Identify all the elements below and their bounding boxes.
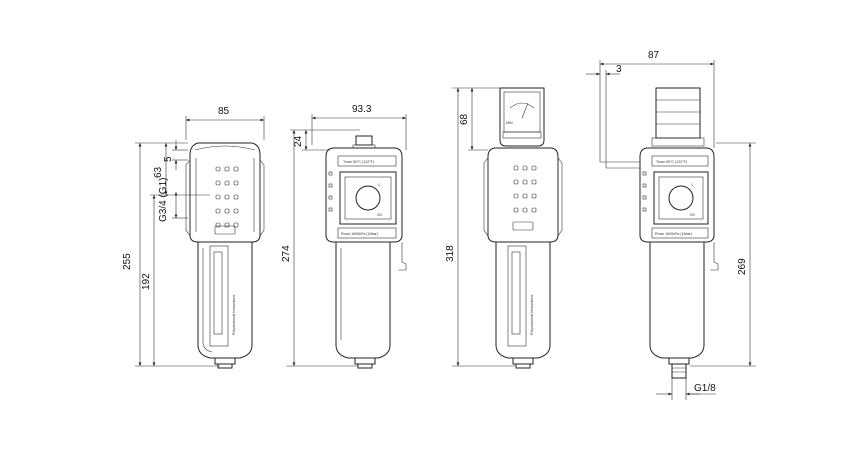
dims-view1: 85 255 192 63 5 G3/4 (G1) <box>122 106 265 367</box>
dim-v3-height: 318 <box>445 245 456 262</box>
v4-tmax: Tmax 50°C (122°F) <box>656 160 687 164</box>
dims-view2: 93.3 24 274 <box>281 104 407 367</box>
v3-bowl-label: Polycarbonat Instructions <box>530 294 534 335</box>
v4-port-in: 1 <box>691 183 693 187</box>
svg-text:MIN: MIN <box>506 121 513 125</box>
dim-v2-height: 274 <box>281 245 292 262</box>
dim-v3-top: 68 <box>459 113 470 125</box>
dim-v2-width: 93.3 <box>352 104 372 115</box>
dims-view3: 68 318 <box>445 87 515 367</box>
v2-port-out: 2N <box>377 213 382 217</box>
dims-view4: 87 3 269 G1/8 <box>586 50 756 400</box>
v4-port-out: 2N <box>690 213 695 217</box>
view-frl-side: Tmax 50°C (122°F) 1 2N Pmax 1600kPa (16b… <box>639 87 719 379</box>
dim-v1-height-total: 255 <box>122 253 133 270</box>
v4-pmax: Pmax 1600kPa (16bar) <box>655 232 692 236</box>
dim-v1-width: 85 <box>218 106 230 117</box>
view-frl-front: MIN Polycarbonat Instructions <box>483 87 563 369</box>
dim-v4-width: 87 <box>648 50 660 61</box>
dim-v1-height-bowl: 192 <box>141 273 152 290</box>
bowl-label: Polycarbonat Instructions <box>232 294 236 335</box>
dim-v1-port-thread: G3/4 (G1) <box>158 178 169 222</box>
dim-v2-top: 24 <box>293 135 304 147</box>
dim-v4-drain: G1/8 <box>694 383 716 394</box>
v2-port-in: 1 <box>378 183 380 187</box>
dim-v1-top-offset: 63 <box>153 166 164 178</box>
dim-v4-offset: 3 <box>616 64 622 75</box>
v2-pmax: Pmax 1600kPa (16bar) <box>341 232 378 236</box>
view-filter-front: Polycarbonat Instructions <box>185 142 265 369</box>
view-filter-side: Tmax 50°C (122°F) 1 2N Pmax 1600kPa (16b… <box>325 135 407 369</box>
dim-v1-port-gap: 5 <box>163 156 174 162</box>
v2-tmax: Tmax 50°C (122°F) <box>343 160 374 164</box>
dim-v4-height: 269 <box>737 258 748 275</box>
